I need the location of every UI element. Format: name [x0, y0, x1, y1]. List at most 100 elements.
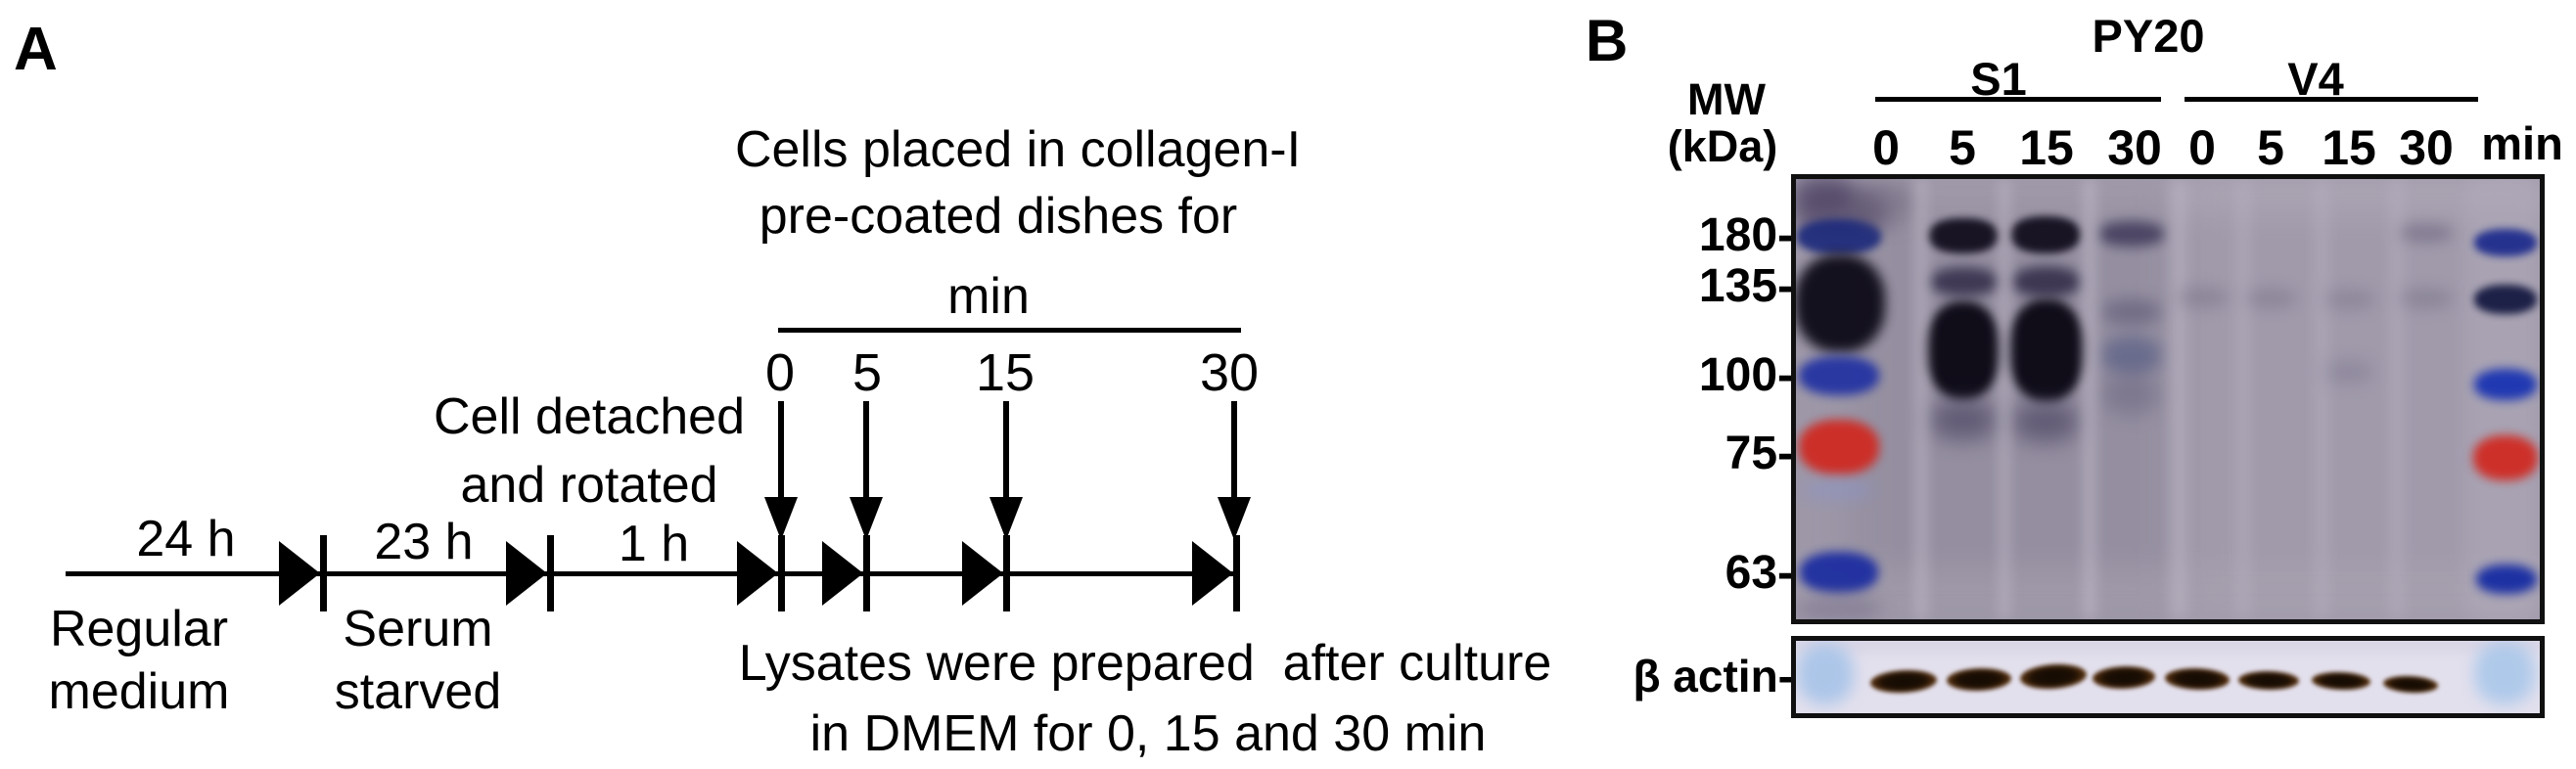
blot-feature-14 — [2474, 229, 2537, 256]
event-label-line-1: and rotated — [460, 457, 718, 514]
blot-feature-26 — [2008, 299, 2085, 401]
timeline-marker-tick-3 — [863, 535, 870, 611]
panel-a-caption-line2: pre-coated dishes for — [759, 188, 1238, 245]
blot-feature-43 — [2400, 288, 2453, 309]
blot-feature-19 — [1856, 180, 1916, 223]
mw-marker-75: 75- — [1725, 427, 1793, 479]
actin-band-0 — [1869, 667, 1938, 695]
timeline-marker-tick-1 — [547, 535, 554, 611]
blot-feature-8 — [1799, 356, 1879, 395]
blot-feature-39 — [2178, 287, 2229, 308]
actin-strip-feature-2 — [2474, 642, 2535, 704]
mw-title-line1: MW — [1687, 74, 1766, 124]
blot-feature-10 — [1803, 479, 1873, 501]
mw-marker-135: 135- — [1698, 259, 1793, 312]
timeline-marker-tick-2 — [778, 535, 785, 611]
timeline-marker-tick-4 — [1003, 535, 1010, 611]
lane-label-V4-4: 0 — [2188, 120, 2216, 175]
time-point-label-1: 5 — [851, 343, 883, 402]
down-arrow-shaft-3 — [1231, 401, 1237, 497]
timeline-marker-triangle-1 — [506, 541, 547, 606]
blot-feature-34 — [2083, 179, 2096, 619]
blot-feature-28 — [2098, 221, 2165, 247]
blot-feature-22 — [1926, 301, 2001, 399]
down-arrow-shaft-1 — [863, 401, 869, 497]
blot-feature-15 — [2474, 285, 2537, 314]
timeline-marker-triangle-2 — [737, 541, 778, 606]
blot-feature-16 — [2474, 369, 2537, 400]
time-point-label-3: 30 — [1199, 343, 1260, 402]
timeline-marker-triangle-0 — [279, 541, 320, 606]
phase-label-0-line-0: Regular — [49, 601, 229, 657]
blot-feature-29 — [2102, 299, 2161, 325]
blot-feature-36 — [2236, 179, 2250, 619]
blot-feature-25 — [2012, 266, 2081, 297]
group-label-V4: V4 — [2287, 53, 2344, 105]
actin-band-6 — [2311, 670, 2371, 692]
down-arrow-shaft-0 — [778, 401, 784, 497]
blot-feature-24 — [2010, 216, 2081, 253]
down-arrow-head-3 — [1218, 497, 1251, 540]
mw-marker-100: 100- — [1698, 348, 1793, 401]
timeline-axis — [66, 571, 1236, 576]
panel-a-caption-line1: Cells placed in collagen-I — [734, 121, 1302, 178]
group-underline-S1 — [1875, 97, 2161, 102]
blot-feature-1 — [1850, 179, 2183, 619]
actin-band-1 — [1946, 666, 2012, 692]
timeline-marker-tick-0 — [320, 535, 327, 611]
panel-a-label: A — [14, 16, 58, 83]
blot-feature-41 — [2324, 289, 2375, 310]
lane-label-S1-3: 30 — [2107, 120, 2162, 175]
timeline-marker-triangle-4 — [962, 541, 1003, 606]
actin-strip-feature-0 — [1796, 641, 2540, 652]
time-point-label-0: 0 — [764, 343, 796, 402]
blot-feature-12 — [1796, 595, 1881, 619]
duration-label-2: 1 h — [618, 516, 690, 572]
blot-feature-18 — [2476, 565, 2537, 594]
down-arrow-head-1 — [850, 497, 883, 540]
event-label-line-0: Cell detached — [434, 388, 745, 445]
lane-label-V4-7: 30 — [2399, 120, 2454, 175]
timeline-marker-triangle-5 — [1192, 541, 1233, 606]
down-arrow-head-0 — [764, 497, 798, 540]
blot-feature-23 — [1930, 399, 1997, 440]
blot-feature-7 — [1796, 254, 1885, 352]
panel-b-label: B — [1586, 8, 1629, 73]
blot-feature-6 — [1797, 219, 1881, 254]
time-point-label-2: 15 — [975, 343, 1035, 402]
blot-feature-9 — [1799, 420, 1879, 475]
lysates-caption-line2: in DMEM for 0, 15 and 30 min — [809, 705, 1487, 762]
blot-feature-38 — [2390, 179, 2404, 619]
actin-band-4 — [2164, 666, 2231, 692]
group-label-S1: S1 — [1970, 53, 2027, 105]
timeline-marker-tick-5 — [1233, 535, 1240, 611]
blot-feature-27 — [2012, 401, 2079, 442]
mw-marker-180: 180- — [1698, 208, 1793, 261]
blot-feature-20 — [1928, 218, 1999, 253]
phase-label-1-line-1: starved — [334, 663, 502, 720]
actin-band-7 — [2382, 674, 2439, 694]
group-underline-V4 — [2185, 97, 2478, 102]
blot-feature-44 — [2324, 360, 2373, 384]
actin-band-2 — [2019, 661, 2088, 691]
blot-feature-30 — [2101, 336, 2162, 375]
lane-label-V4-6: 15 — [2322, 120, 2376, 175]
lane-label-S1-2: 15 — [2019, 120, 2074, 175]
blot-feature-32 — [1914, 179, 1928, 619]
blot-feature-11 — [1800, 552, 1878, 593]
beta-actin-blot-strip — [1791, 636, 2545, 718]
blot-feature-3 — [1796, 565, 2540, 619]
blot-feature-40 — [2246, 288, 2297, 309]
western-blot-image — [1791, 174, 2545, 624]
mw-marker-63: 63- — [1725, 546, 1793, 599]
actin-band-3 — [2092, 664, 2156, 690]
mw-title-line2: (kDa) — [1667, 121, 1778, 171]
duration-label-0: 24 h — [136, 511, 236, 567]
beta-actin-label: β actin- — [1633, 651, 1793, 701]
minutes-unit-label: min — [2481, 117, 2563, 169]
duration-label-1: 23 h — [374, 514, 474, 570]
actin-band-5 — [2237, 669, 2300, 691]
blot-feature-21 — [1930, 267, 1999, 296]
blot-feature-31 — [2102, 375, 2159, 414]
